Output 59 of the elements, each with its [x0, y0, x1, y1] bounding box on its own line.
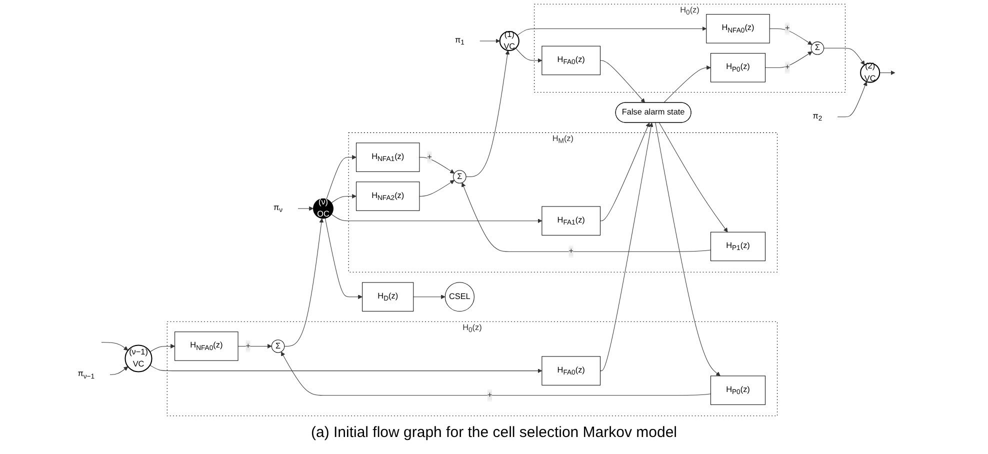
- arrow: [413, 294, 446, 300]
- arrow: [600, 122, 650, 222]
- node-circle: (ν) OC: [313, 198, 334, 219]
- node-box: H$_{P0}$(z): [710, 53, 766, 82]
- arrow: [284, 218, 324, 346]
- arrow: [331, 194, 356, 204]
- arrow: [280, 352, 711, 396]
- arrow: [600, 122, 654, 372]
- node-box: H$_{NFA0}$(z): [706, 14, 770, 44]
- arrow: [764, 51, 812, 68]
- arrow: [659, 122, 728, 232]
- arrow: [298, 206, 314, 211]
- caption: (a) Initial flow graph for the cell selection Markov model: [310, 424, 678, 441]
- arrow: [879, 70, 896, 76]
- node-text: π$_{ν−1}$: [78, 369, 95, 380]
- arrow: [101, 342, 128, 351]
- arrow: [600, 60, 646, 103]
- arrow: [516, 26, 707, 36]
- node-box: H$_{D}$(z): [362, 282, 414, 312]
- arrow: [769, 28, 812, 45]
- arrow: [331, 214, 542, 224]
- edge-label: +: [427, 152, 432, 162]
- node-box: H$_{P1}$(z): [710, 232, 766, 262]
- node-circle: Σ: [271, 340, 285, 353]
- arrow: [150, 364, 542, 374]
- arrow: [663, 65, 711, 103]
- arrow: [326, 155, 356, 200]
- arrow: [461, 182, 711, 252]
- arrow: [837, 81, 868, 118]
- arrow: [655, 122, 720, 376]
- node-box: H$_{NFA0}$(z): [174, 332, 238, 361]
- node-text: π$_{2}$: [812, 112, 822, 122]
- node-box: H$_{FA1}$(z): [542, 206, 600, 236]
- arrow: [515, 48, 542, 63]
- edge-label: +: [246, 342, 250, 350]
- edge-label: +: [568, 247, 574, 256]
- node-circle: Σ: [453, 170, 466, 184]
- node-circle: CSEL: [444, 282, 474, 312]
- edge-label: +: [487, 390, 492, 400]
- arrow: [150, 344, 176, 352]
- edge-label: +: [784, 63, 790, 72]
- node-circle: (ν−1) VC: [124, 344, 152, 372]
- node-box: H$_{NFA2}$(z): [356, 182, 420, 211]
- arrow: [479, 38, 500, 44]
- arrow: [419, 180, 455, 197]
- node-text: π$_{1}$: [454, 36, 464, 46]
- node-circle: Σ: [810, 42, 824, 55]
- node-box: H$_{P0}$(z): [710, 376, 766, 405]
- arrow: [238, 344, 272, 348]
- node-box: H$_{NFA1}$(z): [356, 142, 420, 172]
- node-box: H$_{FA0}$(z): [542, 46, 600, 76]
- arrow: [419, 157, 455, 174]
- edge-label: +: [784, 24, 790, 33]
- arrow: [466, 50, 510, 178]
- arrow: [324, 218, 363, 300]
- node-text: π$_{ν}$: [274, 203, 283, 214]
- arrow: [110, 366, 128, 375]
- node-box: H$_{FA0}$(z): [542, 356, 600, 386]
- arrow: [824, 48, 865, 66]
